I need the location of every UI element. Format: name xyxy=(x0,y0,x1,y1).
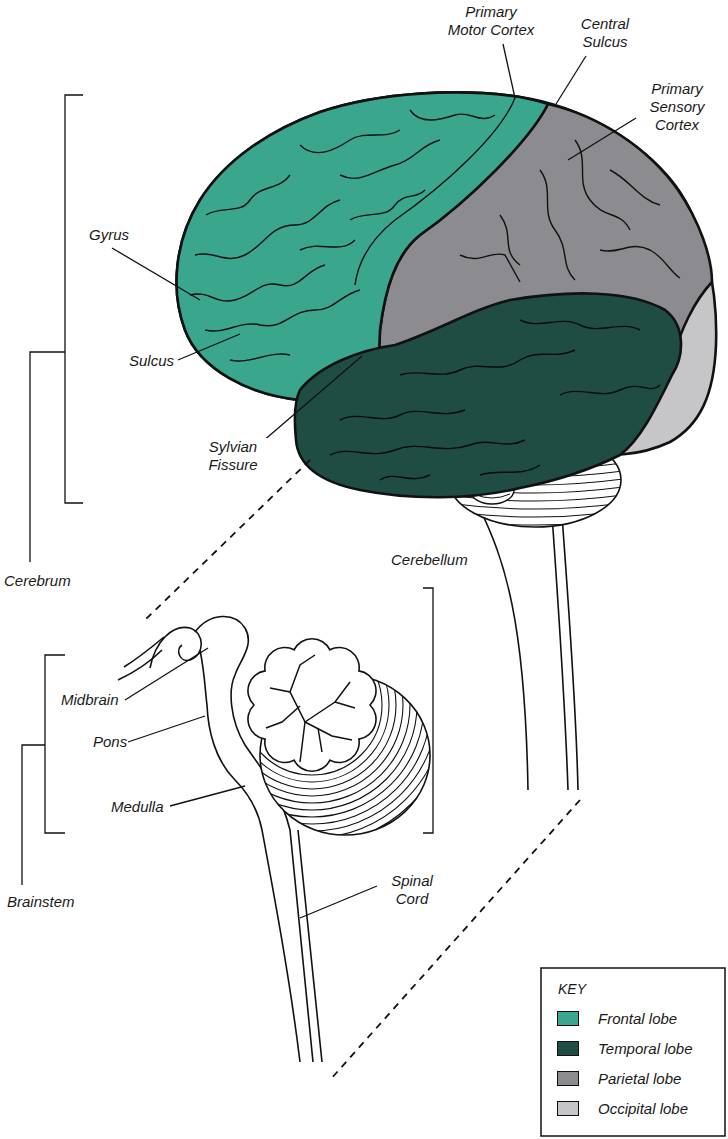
part-label: Brainstem xyxy=(6,893,76,911)
temporal-lobe xyxy=(295,293,681,497)
legend-text: Frontal lobe xyxy=(598,1010,677,1027)
legend-swatch xyxy=(557,1101,579,1116)
part-label: Pons xyxy=(92,733,128,751)
part-label: Primary Sensory Cortex xyxy=(640,80,714,134)
legend-row: Parietal lobe xyxy=(557,1070,681,1087)
temporal-gyri xyxy=(330,320,660,480)
part-label: Spinal Cord xyxy=(380,872,444,908)
part-label: Sylvian Fissure xyxy=(196,438,270,474)
legend-swatch xyxy=(557,1041,579,1056)
legend-text: Temporal lobe xyxy=(598,1040,693,1057)
part-label: Medulla xyxy=(110,798,165,816)
part-label: Sulcus xyxy=(128,352,175,370)
legend-text: Occipital lobe xyxy=(598,1100,688,1117)
legend-row: Frontal lobe xyxy=(557,1010,677,1027)
cerebellum-section xyxy=(172,565,452,845)
part-label: Cerebrum xyxy=(3,572,72,590)
part-label: Primary Motor Cortex xyxy=(445,3,537,39)
brainstem-outline xyxy=(478,505,578,790)
part-label: Cerebellum xyxy=(390,551,469,569)
leader-line xyxy=(112,44,636,918)
bracket xyxy=(22,95,433,885)
legend-row: Occipital lobe xyxy=(557,1100,688,1117)
legend-frame xyxy=(541,968,725,1136)
zoom-line xyxy=(145,460,580,1080)
legend-swatch xyxy=(557,1011,579,1026)
part-label: Midbrain xyxy=(60,691,120,709)
legend-row: Temporal lobe xyxy=(557,1040,693,1057)
legend-swatch xyxy=(557,1071,579,1086)
part-label: Gyrus xyxy=(88,226,130,244)
part-label: Central Sulcus xyxy=(568,15,642,51)
part-label: KEY xyxy=(557,981,587,998)
legend-text: Parietal lobe xyxy=(598,1070,681,1087)
